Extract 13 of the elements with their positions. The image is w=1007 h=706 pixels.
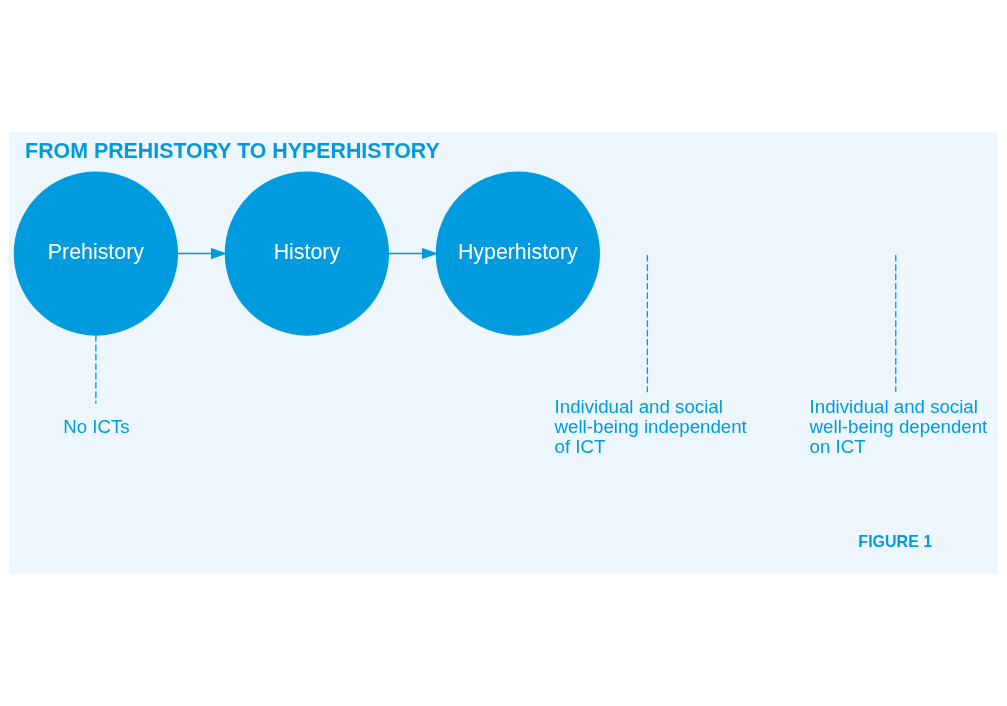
connector [95,334,97,405]
connector [895,254,897,393]
node-circle: History [224,171,389,336]
node-text: Individual and social well-being independent of ICT [554,395,747,457]
node-text: Individual and social well-being dependent on ICT [809,395,988,457]
diagram-title: FROM PREHISTORY TO HYPERHISTORY [25,139,440,164]
node-text: No ICTs [63,415,130,437]
caption: FIGURE 1 [858,532,933,551]
arrow [176,247,227,260]
arrow [387,247,438,260]
node-circle: Hyperhistory [435,171,600,336]
node-circle: Prehistory [13,171,178,336]
connector [646,254,649,393]
